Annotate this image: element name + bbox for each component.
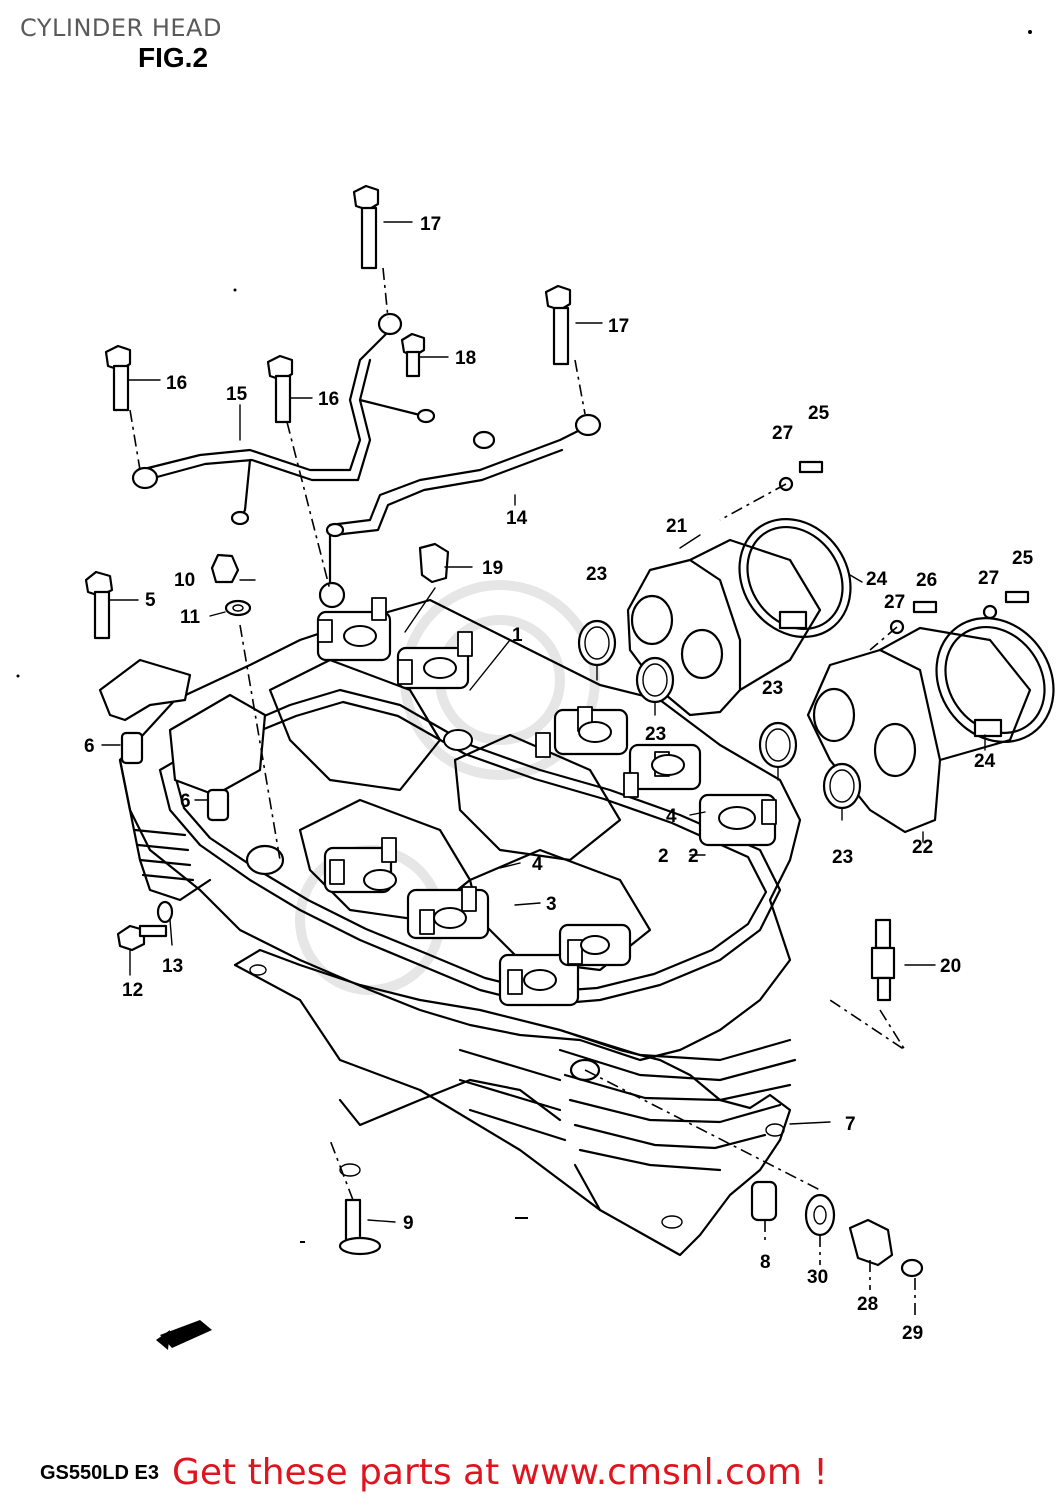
callout-15: 15 bbox=[226, 384, 248, 405]
callout-19: 19 bbox=[482, 558, 503, 579]
callout-26: 26 bbox=[916, 570, 937, 591]
callout-24-right: 24 bbox=[974, 751, 996, 772]
small-parts bbox=[84, 184, 924, 1278]
forward-arrow-icon bbox=[156, 1320, 212, 1350]
callout-27-top: 27 bbox=[772, 423, 793, 444]
callout-8: 8 bbox=[760, 1252, 771, 1273]
callout-4-mid: 4 bbox=[532, 854, 543, 875]
callout-29: 29 bbox=[902, 1323, 923, 1344]
callout-17-right: 17 bbox=[608, 316, 629, 337]
intake-manifolds bbox=[577, 460, 1055, 834]
callout-28: 28 bbox=[857, 1294, 878, 1315]
callout-6-left: 6 bbox=[84, 736, 95, 757]
callout-21: 21 bbox=[666, 516, 688, 537]
figure-label: FIG.2 bbox=[138, 42, 209, 73]
callout-1: 1 bbox=[512, 625, 523, 646]
callout-10: 10 bbox=[174, 570, 195, 591]
callout-20: 20 bbox=[940, 956, 961, 977]
callout-2-mid: 2 bbox=[688, 846, 699, 867]
callout-16-left: 16 bbox=[166, 373, 187, 394]
callout-23-c: 23 bbox=[762, 678, 783, 699]
callout-25-top: 25 bbox=[808, 403, 830, 424]
callout-27-mid: 27 bbox=[884, 592, 905, 613]
callout-23-b: 23 bbox=[645, 724, 666, 745]
callout-22: 22 bbox=[912, 837, 933, 858]
callout-7: 7 bbox=[845, 1114, 856, 1135]
callout-25-right: 25 bbox=[1012, 548, 1034, 569]
callout-4-right: 4 bbox=[666, 806, 677, 827]
cmsnl-parts-link[interactable]: Get these parts at www.cmsnl.com ! bbox=[172, 1452, 828, 1493]
callout-24-top: 24 bbox=[866, 569, 888, 590]
callout-17-top: 17 bbox=[420, 214, 441, 235]
callout-12: 12 bbox=[122, 980, 143, 1001]
callout-18: 18 bbox=[455, 348, 476, 369]
callout-14: 14 bbox=[506, 508, 528, 529]
callout-23-a: 23 bbox=[586, 564, 607, 585]
callout-23-d: 23 bbox=[832, 847, 853, 868]
callout-5: 5 bbox=[145, 590, 156, 611]
cylinder-head-body bbox=[118, 597, 802, 1257]
callout-9: 9 bbox=[403, 1213, 414, 1234]
callout-30: 30 bbox=[807, 1267, 828, 1288]
callout-11: 11 bbox=[180, 607, 201, 628]
leader-lines bbox=[101, 221, 986, 1320]
model-code: GS550LD E3 bbox=[40, 1462, 159, 1484]
callout-27-right: 27 bbox=[978, 568, 999, 589]
callouts: 17 17 18 16 16 15 14 27 25 21 24 26 27 2… bbox=[84, 214, 1034, 1344]
callout-13: 13 bbox=[162, 956, 183, 977]
callout-16-right: 16 bbox=[318, 389, 339, 410]
callout-3: 3 bbox=[546, 894, 557, 915]
callout-2-right: 2 bbox=[658, 846, 669, 867]
diagram-title: CYLINDER HEAD bbox=[20, 14, 222, 42]
callout-6-mid: 6 bbox=[180, 791, 191, 812]
